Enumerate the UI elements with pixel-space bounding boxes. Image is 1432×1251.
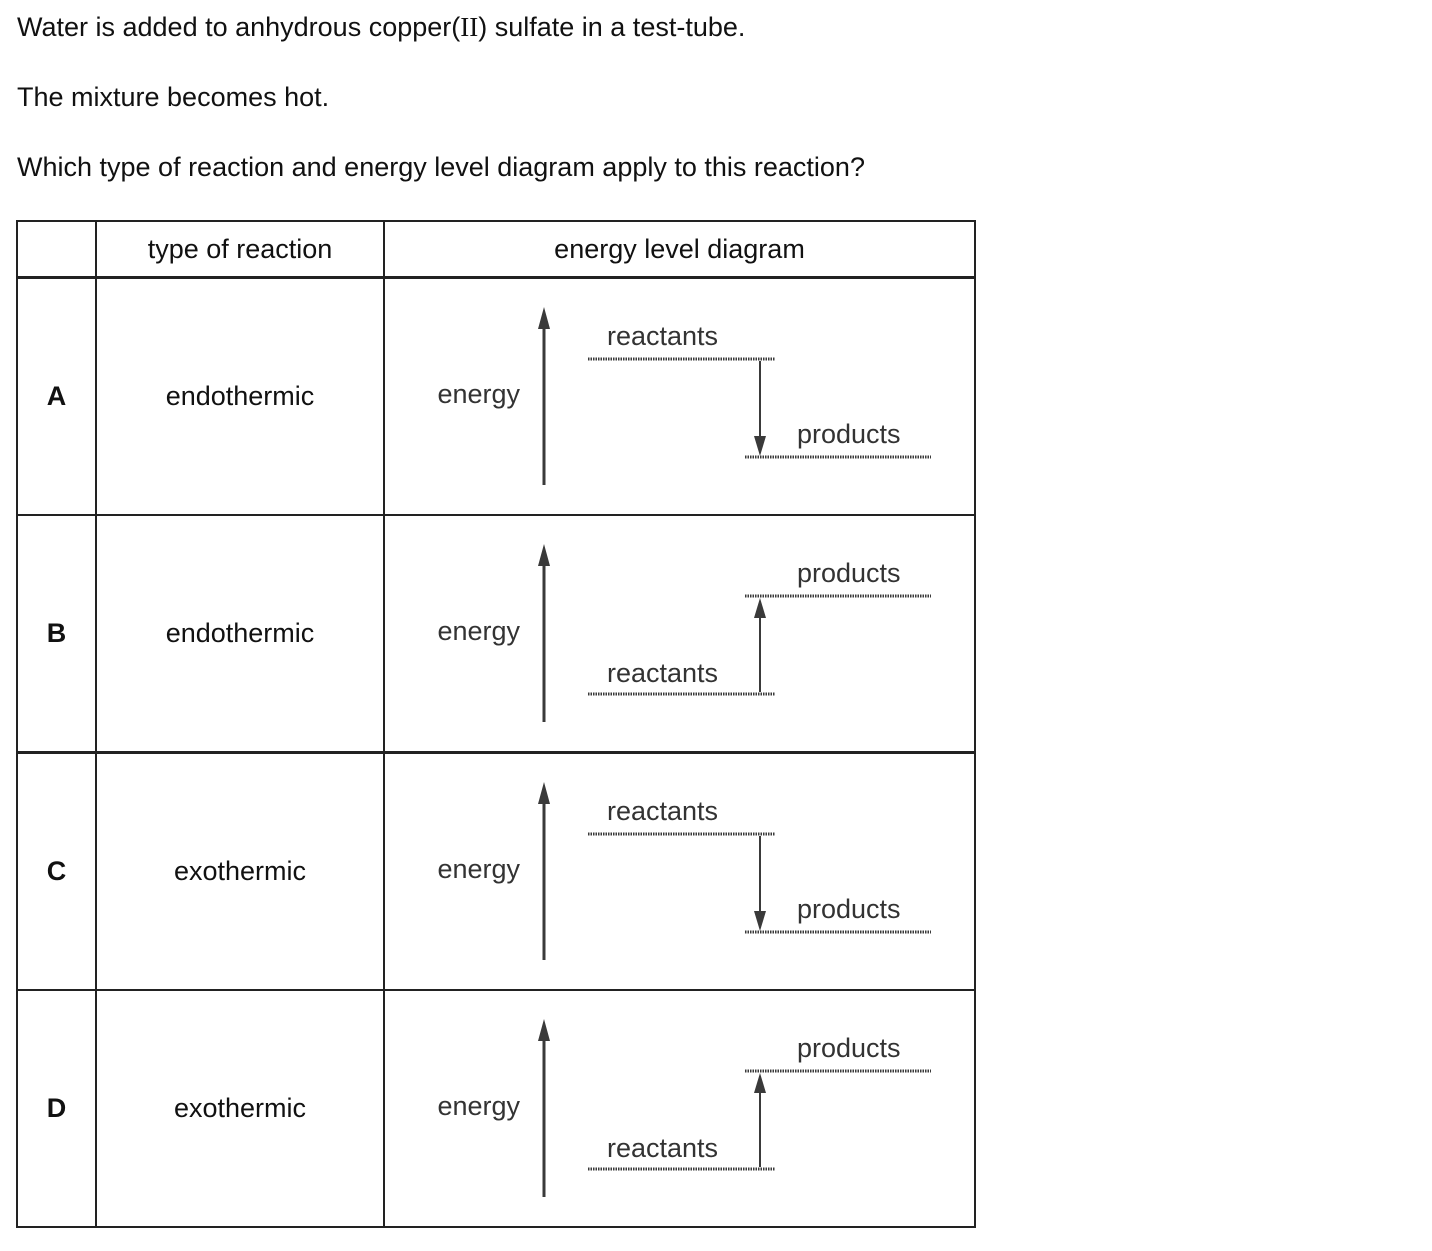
- energy-axis-arrowhead: [538, 307, 550, 329]
- energy-level-diagram: energy products reactants: [437, 544, 931, 722]
- reaction-type: endothermic: [95, 514, 385, 754]
- header-letter: [16, 220, 97, 279]
- energy-axis-label: energy: [437, 1091, 520, 1121]
- energy-level-diagram: energy products reactants: [437, 1019, 931, 1197]
- energy-change-arrowhead: [754, 598, 766, 618]
- option-row-b[interactable]: B endothermic energy products reactants: [16, 514, 976, 754]
- energy-axis-label: energy: [437, 379, 520, 409]
- energy-level-diagram: energy reactants products: [437, 782, 931, 960]
- header-type-of-reaction: type of reaction: [95, 220, 385, 279]
- option-row-d[interactable]: D exothermic energy products reactants: [16, 989, 976, 1228]
- energy-level-diagram-cell: energy products reactants: [383, 514, 976, 754]
- question-prompt: Which type of reaction and energy level …: [17, 152, 865, 182]
- products-label: products: [797, 558, 901, 588]
- question-stem-line-2: The mixture becomes hot.: [17, 82, 330, 112]
- energy-level-diagram-cell: energy products reactants: [383, 989, 976, 1228]
- products-label: products: [797, 1033, 901, 1063]
- reaction-type: exothermic: [95, 751, 385, 991]
- energy-axis-arrowhead: [538, 544, 550, 566]
- energy-axis-arrowhead: [538, 1019, 550, 1041]
- header-energy-level-diagram: energy level diagram: [383, 220, 976, 279]
- energy-axis-arrowhead: [538, 782, 550, 804]
- stem-text-after-roman: ) sulfate in a test-tube.: [478, 12, 746, 42]
- reaction-type: endothermic: [95, 276, 385, 516]
- option-letter[interactable]: C: [16, 751, 97, 991]
- energy-change-arrowhead: [754, 911, 766, 931]
- option-row-c[interactable]: C exothermic energy reactants products: [16, 751, 976, 991]
- reactants-label: reactants: [607, 658, 718, 688]
- stem-roman-numeral: II: [460, 12, 479, 42]
- question-stem-line-1: Water is added to anhydrous copper(II) s…: [17, 10, 745, 44]
- option-row-a[interactable]: A endothermic energy reactants products: [16, 276, 976, 516]
- energy-change-arrowhead: [754, 436, 766, 456]
- table-header-row: type of reaction energy level diagram: [16, 220, 976, 279]
- option-letter[interactable]: B: [16, 514, 97, 754]
- energy-change-arrowhead: [754, 1073, 766, 1093]
- reaction-type: exothermic: [95, 989, 385, 1228]
- energy-axis-label: energy: [437, 616, 520, 646]
- energy-level-diagram-cell: energy reactants products: [383, 276, 976, 516]
- products-label: products: [797, 419, 901, 449]
- energy-level-diagram: energy reactants products: [437, 307, 931, 485]
- option-letter[interactable]: D: [16, 989, 97, 1228]
- answer-options-table: type of reaction energy level diagram A …: [16, 220, 976, 1228]
- option-letter[interactable]: A: [16, 276, 97, 516]
- products-label: products: [797, 894, 901, 924]
- energy-level-diagram-cell: energy reactants products: [383, 751, 976, 991]
- stem-text-before-roman: Water is added to anhydrous copper(: [17, 12, 461, 42]
- reactants-label: reactants: [607, 321, 718, 351]
- reactants-label: reactants: [607, 1133, 718, 1163]
- reactants-label: reactants: [607, 796, 718, 826]
- energy-axis-label: energy: [437, 854, 520, 884]
